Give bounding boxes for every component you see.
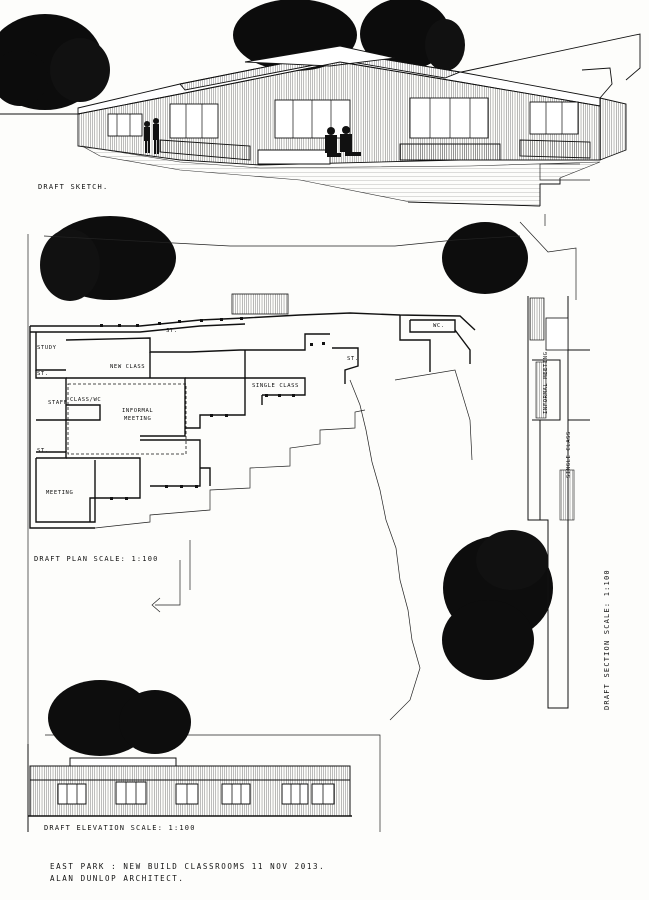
room-wc: WC. [433, 323, 445, 329]
room-informal-meeting-2: MEETING [124, 416, 152, 422]
section-linework [527, 296, 590, 709]
architect-name: ALAN DUNLOP ARCHITECT. [50, 874, 185, 883]
sketch-building [0, 33, 641, 207]
plan-label: DRAFT PLAN SCALE: 1:100 [34, 555, 159, 563]
section-room-informal-meeting: INFORMAL MEETING [543, 351, 549, 414]
room-store-2: ST. [166, 328, 178, 334]
elevation-trees [48, 680, 191, 756]
plan-walls [29, 293, 476, 529]
room-store-1: ST. [37, 371, 49, 377]
plan-site-lines [27, 163, 590, 832]
section-room-single-class: SINGLE CLASS [566, 431, 572, 478]
room-meeting: MEETING [46, 490, 74, 496]
room-new-class: NEW CLASS [110, 364, 146, 370]
room-informal-meeting-1: INFORMAL [122, 408, 154, 414]
room-study: STUDY [37, 345, 57, 351]
room-store-4: ST. [347, 356, 359, 362]
room-store-3: ST. [37, 448, 49, 454]
room-staff: STAFF [48, 400, 68, 406]
sketch-figures [144, 118, 361, 157]
elevation-building [27, 744, 352, 832]
room-single-class: SINGLE CLASS [252, 383, 299, 389]
plan-trees [40, 216, 553, 680]
project-title: EAST PARK : NEW BUILD CLASSROOMS 11 NOV … [50, 862, 326, 871]
section-label: DRAFT SECTION SCALE: 1:100 [603, 569, 611, 710]
room-class-wc: CLASS/WC [70, 397, 102, 403]
elevation-label: DRAFT ELEVATION SCALE: 1:100 [44, 824, 196, 832]
sketch-label: DRAFT SKETCH. [38, 183, 109, 191]
plan-windows [100, 317, 325, 500]
